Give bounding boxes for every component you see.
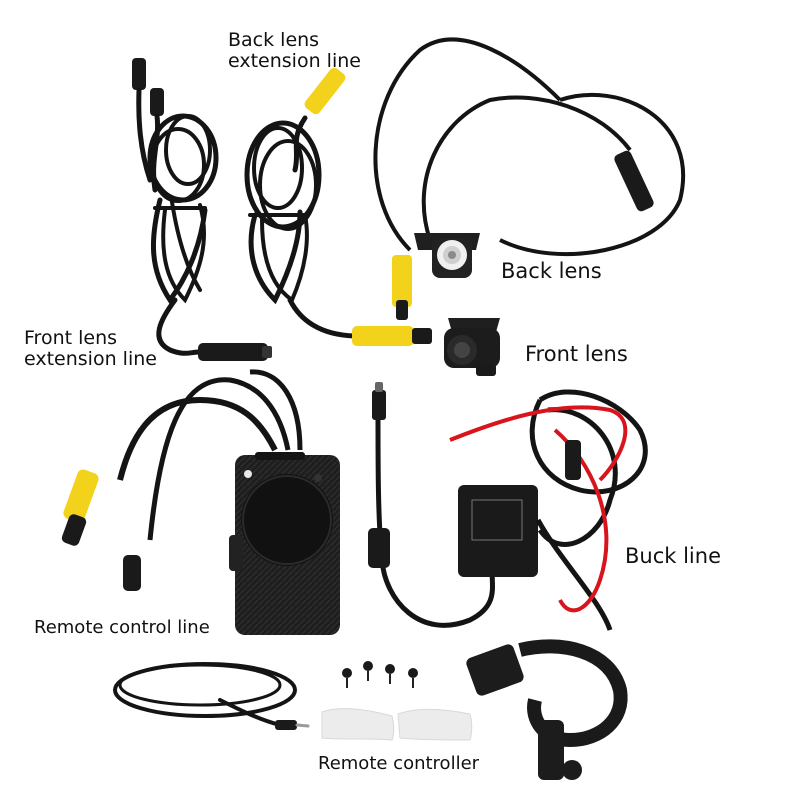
label-back-lens-extension-line-1: Back lens bbox=[228, 29, 320, 51]
label-back-lens: Back lens bbox=[501, 259, 602, 283]
label-buck-line: Buck line bbox=[625, 544, 721, 568]
label-remote-control-line: Remote control line bbox=[34, 617, 210, 638]
label-back-lens-extension-line: Back lens extension line bbox=[228, 29, 361, 73]
back-lens bbox=[373, 37, 686, 320]
label-remote-controller: Remote controller bbox=[318, 753, 480, 774]
front-lens-extension-line bbox=[132, 58, 272, 361]
label-back-lens-extension-line-2: extension line bbox=[228, 50, 361, 73]
label-front-lens-extension-line: Front lens extension line bbox=[24, 327, 157, 371]
label-front-lens: Front lens bbox=[525, 342, 628, 366]
label-front-lens-extension-line-2: extension line bbox=[24, 348, 157, 371]
handlebar-mount bbox=[466, 639, 628, 780]
main-recorder-unit bbox=[61, 369, 340, 635]
back-lens-extension-line bbox=[244, 67, 432, 346]
remote-control-line bbox=[113, 662, 310, 730]
buck-line bbox=[368, 382, 648, 631]
label-front-lens-extension-line-1: Front lens bbox=[24, 327, 118, 349]
mounting-screws bbox=[342, 661, 418, 688]
front-lens bbox=[444, 318, 500, 376]
adhesive-pads bbox=[321, 708, 473, 741]
